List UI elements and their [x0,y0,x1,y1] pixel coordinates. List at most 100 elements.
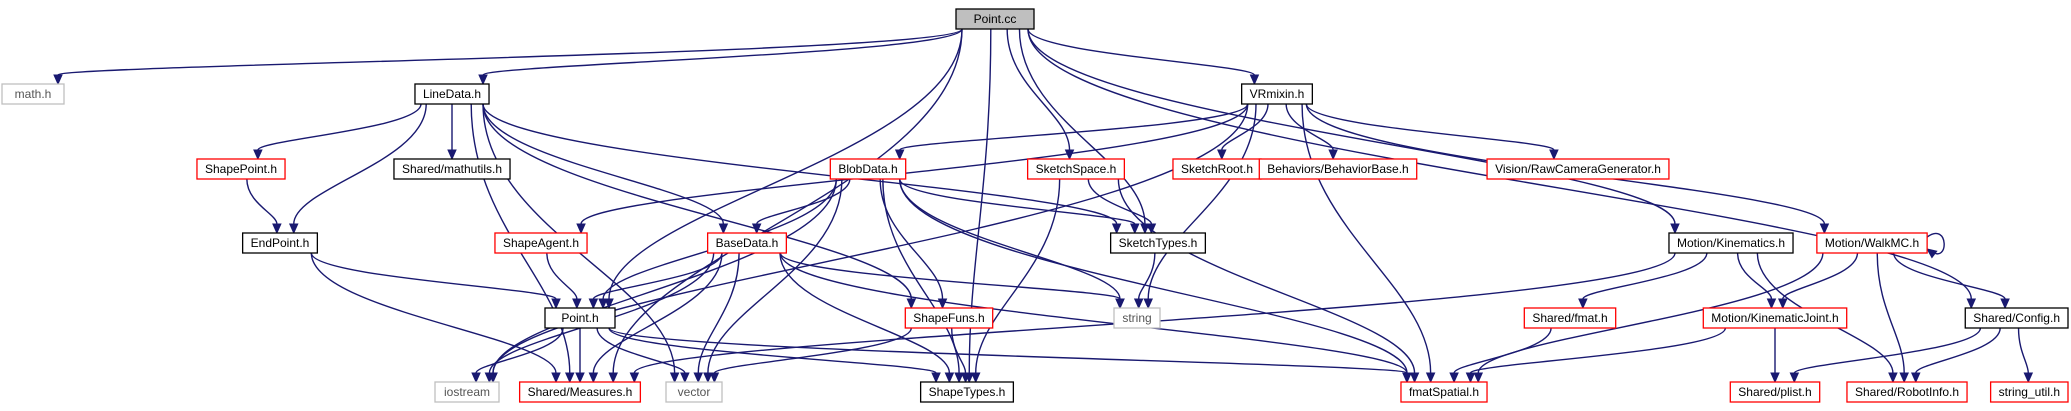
node-label: vector [678,385,711,399]
node-fmatspatial-h[interactable]: fmatSpatial.h [1400,381,1488,403]
node-label: ShapeAgent.h [503,236,579,250]
node-label: ShapeTypes.h [929,385,1006,399]
edge-config_h-to-plist_h [1789,327,1982,384]
node-box [196,158,286,180]
node-linedata-h[interactable]: LineData.h [414,83,490,105]
edge-basedata_h-to-fmatspatial_h [779,252,1412,384]
node-label: ShapePoint.h [205,162,277,176]
node-label: ShapeFuns.h [913,311,984,325]
node-box [1846,381,1968,403]
edge-shapeagent_h-to-point_h [546,252,582,310]
edge-sketchspace_h-to-shapetypes_h [970,178,1061,384]
edge-linedata_h-to-sketchtypes_h [482,103,1122,235]
edge-fmat_h-to-fmatspatial_h [1449,327,1552,384]
node-blobdata-h[interactable]: BlobData.h [829,158,907,180]
node-box [1258,158,1418,180]
node-label: EndPoint.h [251,236,310,250]
edge-vrmixin_h-to-fmatspatial_h [1301,103,1436,384]
node-point-h[interactable]: Point.h [544,307,616,329]
edge-blobdata_h-to-sketchtypes_h [898,178,1140,235]
edge-vrmixin_h-to-behaviorbase_h [1285,103,1338,161]
edge-walkmc_h-to-config_h [1892,252,2010,310]
node-shapeagent-h[interactable]: ShapeAgent.h [494,232,588,254]
node-label: Shared/plist.h [1738,385,1811,399]
node-box [434,381,500,403]
node-iostream: iostream [434,381,500,403]
node-box [518,381,642,403]
node-box [393,158,511,180]
edge-walkmc_h-to-fmatspatial_h [1473,252,1824,384]
edge-point_h-to-iostream [471,327,564,384]
node-shapepoint-h[interactable]: ShapePoint.h [196,158,286,180]
node-vrmixin-h[interactable]: VRmixin.h [1241,83,1313,105]
node-box [1109,232,1207,254]
node-label: Point.h [561,311,598,325]
edge-shapefuns_h-to-vector [709,327,913,384]
node-box [1,83,65,105]
edge-point_cc-to-vrmixin_h [1027,28,1260,86]
node-box [919,381,1015,403]
node-layer: Point.cc math.h LineData.h VRmixin.hShapePo… [1,8,2069,403]
edge-point_cc-to-point_h [604,28,963,310]
node-box [1668,232,1794,254]
edge-shapefuns_h-to-shapetypes_h [951,327,971,384]
node-vector: vector [665,381,723,403]
edge-basedata_h-to-measures_h [588,252,723,384]
node-sketchroot-h[interactable]: SketchRoot.h [1172,158,1262,180]
edge-point_cc-to-sketchspace_h [1006,28,1075,161]
node-box [1026,158,1126,180]
edge-point_cc-to-measures_h [608,28,963,384]
edge-endpoint_h-to-point_h [310,252,561,310]
node-shapetypes-h[interactable]: ShapeTypes.h [919,381,1015,403]
edge-kinematics_h-to-fmat_h [1578,252,1708,310]
node-motion-walkmc-h[interactable]: Motion/WalkMC.h [1816,232,1928,254]
edge-linedata_h-to-endpoint_h [288,103,427,235]
node-box [241,232,319,254]
node-shared-measures-h[interactable]: Shared/Measures.h [518,381,642,403]
node-label: LineData.h [423,87,481,101]
node-math-h: math.h [1,83,65,105]
node-sketchspace-h[interactable]: SketchSpace.h [1026,158,1126,180]
node-label: BlobData.h [838,162,897,176]
edge-point_cc-to-shapetypes_h [964,28,992,384]
edge-point_h-to-fmatspatial_h [608,327,1412,384]
node-box [706,232,788,254]
node-vision-rawcameragenerator-h[interactable]: Vision/RawCameraGenerator.h [1486,158,1670,180]
edge-basedata_h-to-vector [693,252,740,384]
node-box [665,381,723,403]
edge-linedata_h-to-basedata_h [482,103,729,235]
node-behaviors-behaviorbase-h[interactable]: Behaviors/BehaviorBase.h [1258,158,1418,180]
edge-vrmixin_h-to-shapeagent_h [576,103,1249,235]
edge-basedata_h-to-shapetypes_h [779,252,955,384]
node-label: Shared/Config.h [1973,311,2060,325]
edge-walkmc_h-to-walkmc_h [1926,232,1945,259]
node-string-util-h[interactable]: string_util.h [1989,381,2069,403]
node-shared-mathutils-h[interactable]: Shared/mathutils.h [393,158,511,180]
edge-linedata_h-to-shapepoint_h [253,103,422,161]
node-label: Motion/WalkMC.h [1825,236,1919,250]
node-box [1964,307,2069,329]
edge-kinematics_h-to-kinjoint_h [1736,252,1777,310]
node-shapefuns-h[interactable]: ShapeFuns.h [904,307,994,329]
node-shared-robotinfo-h[interactable]: Shared/RobotInfo.h [1846,381,1968,403]
node-shared-fmat-h[interactable]: Shared/fmat.h [1523,307,1617,329]
node-endpoint-h[interactable]: EndPoint.h [241,232,319,254]
node-box [955,8,1035,30]
node-box [1729,381,1821,403]
node-label: math.h [15,87,52,101]
node-motion-kinematics-h[interactable]: Motion/Kinematics.h [1668,232,1794,254]
edge-basedata_h-to-point_h [588,252,723,310]
node-motion-kinematicjoint-h[interactable]: Motion/KinematicJoint.h [1702,307,1848,329]
edge-vrmixin_h-to-sketchroot_h [1217,103,1269,161]
node-box [1523,307,1617,329]
node-shared-plist-h[interactable]: Shared/plist.h [1729,381,1821,403]
node-label: BaseData.h [716,236,779,250]
node-label: Shared/Measures.h [528,385,633,399]
node-shared-config-h[interactable]: Shared/Config.h [1964,307,2069,329]
node-sketchtypes-h[interactable]: SketchTypes.h [1109,232,1207,254]
edge-linedata_h-to-mathutils_h [447,104,457,161]
node-box [904,307,994,329]
node-basedata-h[interactable]: BaseData.h [706,232,788,254]
node-label: Motion/KinematicJoint.h [1711,311,1838,325]
node-point-cc[interactable]: Point.cc [955,8,1035,30]
